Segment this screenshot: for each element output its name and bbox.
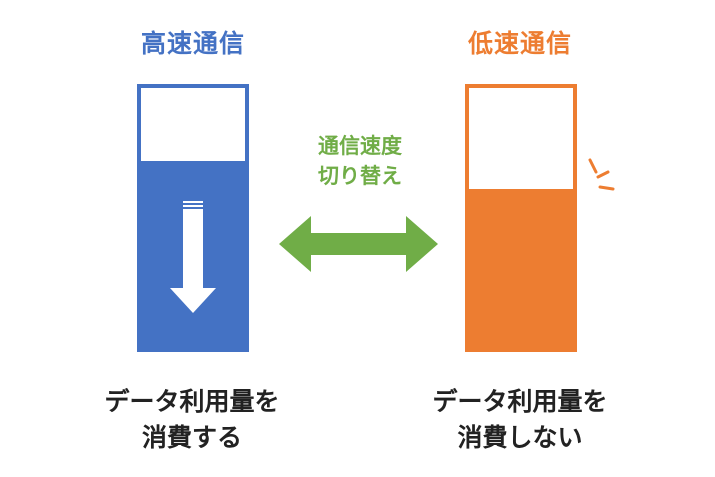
speed-switch-label-line2: 切り替え bbox=[318, 164, 402, 188]
alert-burst-icon bbox=[588, 158, 615, 191]
high-speed-caption-line2: 消費する bbox=[141, 423, 242, 452]
low-speed-title: 低速通信 bbox=[467, 29, 572, 58]
speed-switch-label: 通信速度 切り替え bbox=[280, 131, 440, 191]
low-speed-gauge-fill bbox=[469, 189, 573, 348]
low-speed-caption-line2: 消費しない bbox=[457, 423, 583, 452]
double-arrow-icon bbox=[279, 216, 438, 272]
low-speed-caption: データ利用量を 消費しない bbox=[390, 384, 650, 456]
speed-switch-label-line1: 通信速度 bbox=[318, 134, 402, 158]
high-speed-title: 高速通信 bbox=[140, 29, 245, 58]
high-speed-caption-line1: データ利用量を bbox=[104, 387, 280, 416]
low-speed-caption-line1: データ利用量を bbox=[432, 387, 608, 416]
low-speed-gauge bbox=[465, 84, 577, 352]
high-speed-gauge bbox=[137, 84, 249, 352]
down-arrow-icon bbox=[170, 201, 216, 313]
high-speed-caption: データ利用量を 消費する bbox=[62, 384, 322, 456]
